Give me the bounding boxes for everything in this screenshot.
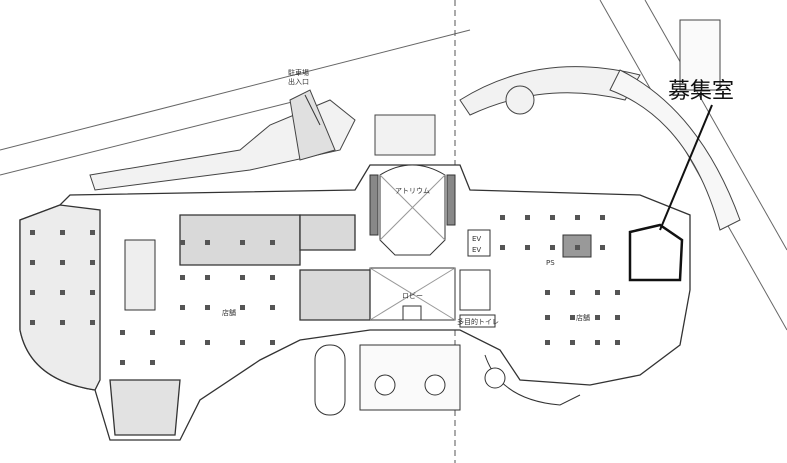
column <box>180 275 185 280</box>
column <box>60 230 65 235</box>
column <box>600 215 605 220</box>
recruitment-room[interactable] <box>628 223 684 282</box>
column <box>60 320 65 325</box>
entrance-canopies <box>89 19 741 231</box>
column <box>205 275 210 280</box>
column <box>525 245 530 250</box>
column <box>615 290 620 295</box>
column <box>550 215 555 220</box>
recruitment-room-label: 募集室 <box>668 79 734 104</box>
column <box>270 240 275 245</box>
parking-label-2: 出入口 <box>288 77 309 86</box>
column <box>240 275 245 280</box>
column <box>90 320 95 325</box>
column <box>30 290 35 295</box>
column <box>240 340 245 345</box>
shop-label-right: 店舗 <box>576 313 590 322</box>
column <box>550 245 555 250</box>
column <box>270 305 275 310</box>
road-lines <box>0 0 787 331</box>
column <box>180 340 185 345</box>
lobby <box>369 267 456 321</box>
column <box>500 245 505 250</box>
column <box>595 315 600 320</box>
column <box>240 305 245 310</box>
parking-label-1: 駐車場 <box>288 68 309 77</box>
column <box>270 275 275 280</box>
column <box>90 290 95 295</box>
column <box>575 215 580 220</box>
column <box>60 290 65 295</box>
column <box>595 290 600 295</box>
column <box>90 260 95 265</box>
column <box>180 240 185 245</box>
ev-label-1: EV <box>472 235 481 243</box>
column <box>30 320 35 325</box>
column <box>615 315 620 320</box>
column <box>525 215 530 220</box>
column <box>30 260 35 265</box>
column <box>600 245 605 250</box>
plaza-features <box>314 344 581 416</box>
ev-label-2: EV <box>472 246 481 254</box>
column <box>150 360 155 365</box>
building-outline <box>19 164 691 441</box>
column <box>570 290 575 295</box>
column <box>545 340 550 345</box>
column <box>120 360 125 365</box>
column-grid <box>30 215 620 365</box>
column <box>500 215 505 220</box>
column <box>205 340 210 345</box>
column <box>545 290 550 295</box>
column <box>150 330 155 335</box>
ps-label: PS <box>546 259 555 267</box>
column <box>545 315 550 320</box>
column <box>205 305 210 310</box>
atrium-label: アトリウム <box>395 187 430 195</box>
column <box>595 340 600 345</box>
column <box>575 245 580 250</box>
column <box>60 260 65 265</box>
column <box>570 340 575 345</box>
column <box>120 330 125 335</box>
callout-line <box>659 104 713 231</box>
restroom-label: 多目的トイレ <box>457 317 499 326</box>
column <box>30 230 35 235</box>
column <box>240 240 245 245</box>
column <box>205 240 210 245</box>
core-rooms <box>124 229 592 328</box>
column <box>180 305 185 310</box>
column <box>615 340 620 345</box>
column <box>90 230 95 235</box>
shop-label-left: 店舗 <box>222 308 236 317</box>
column <box>570 315 575 320</box>
lobby-label: ロビー <box>402 291 423 300</box>
atrium <box>369 164 456 256</box>
column <box>270 340 275 345</box>
parking-arrow <box>304 94 321 126</box>
